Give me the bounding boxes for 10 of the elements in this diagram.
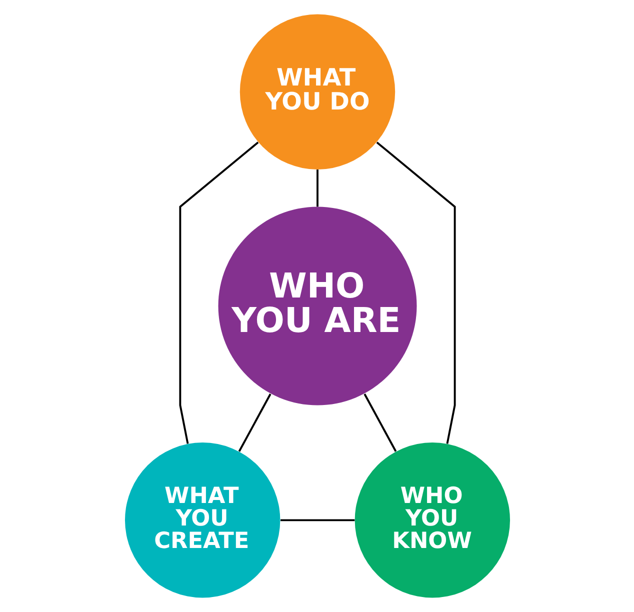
node-circle: WHO YOU KNOW: [354, 442, 510, 598]
node-circle: WHAT YOU DO: [239, 14, 395, 170]
node-circle: WHAT YOU CREATE: [124, 442, 280, 598]
connector: [363, 394, 396, 452]
connector: [178, 142, 258, 444]
connector: [238, 394, 271, 452]
node-circle: WHO YOU ARE: [218, 206, 416, 406]
connector: [316, 170, 318, 207]
connector: [376, 142, 456, 444]
connector: [280, 519, 354, 522]
